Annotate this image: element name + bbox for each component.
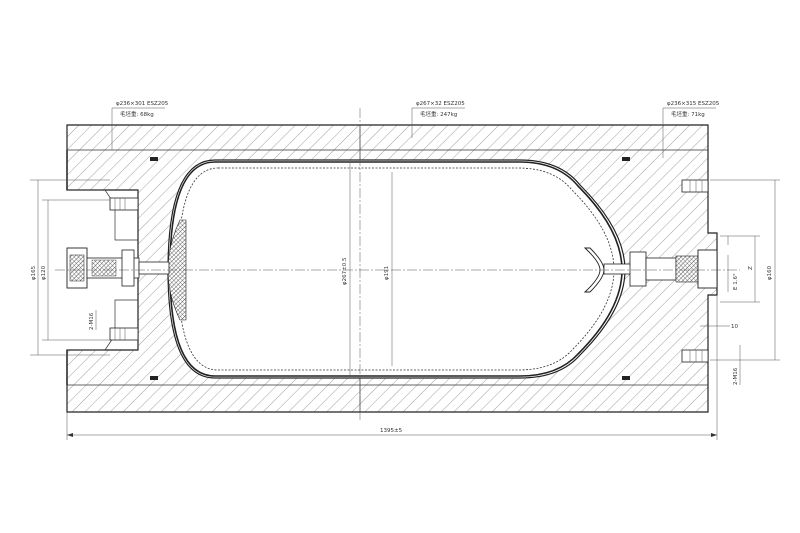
left-bolt-label: 2-M16: [89, 312, 95, 330]
overall-length-label: 1395±5: [380, 428, 403, 434]
callout-middle-line2: 毛坯重: 247kg: [420, 110, 457, 118]
right-outer-dia-label: φ160: [767, 265, 773, 280]
left-inner-dia-label: φ120: [41, 265, 47, 280]
left-dimensions: φ165 φ120 2-M16: [30, 179, 110, 356]
callout-right-line2: 毛坯重: 71kg: [671, 110, 705, 118]
center-dia-label: φ191: [384, 266, 390, 280]
overall-length-dimension: 1395±5: [66, 295, 718, 440]
seal-rings: [150, 157, 630, 380]
left-bolt-bottom: [109, 327, 139, 341]
center-lines: [55, 108, 740, 420]
callout-left-line1: φ236×301 ESZ205: [116, 101, 169, 107]
callout-left: φ236×301 ESZ205 毛坯重: 68kg: [111, 101, 169, 150]
callout-middle: φ267×32 ESZ205 毛坯重: 247kg: [411, 101, 465, 138]
callout-right-line1: φ236×315 ESZ205: [667, 101, 720, 107]
left-bolt-top: [109, 197, 139, 211]
left-outer-dia-label: φ165: [31, 265, 37, 280]
vessel-cavity: [167, 161, 623, 377]
right-gap-label: 10: [731, 324, 738, 330]
right-bolt-label: 2-M16: [733, 367, 739, 385]
right-bolt-bottom: [681, 349, 709, 363]
right-bolt-top: [681, 179, 709, 193]
left-plug-assembly: [66, 247, 170, 289]
cavity-dia-label: φ267±0.5: [342, 257, 348, 285]
right-plug-assembly: [583, 247, 718, 293]
right-step-label: Z: [748, 266, 754, 270]
cavity-dimensions: φ267±0.5 φ191: [342, 162, 393, 376]
right-dimensions: φ160 Z E 1.6° 10 2-M16: [700, 179, 780, 385]
right-taper-label: E 1.6°: [733, 273, 739, 290]
callout-right: φ236×315 ESZ205 毛坯重: 71kg: [662, 101, 720, 158]
mold-body: [66, 124, 718, 413]
callout-left-line2: 毛坯重: 68kg: [120, 110, 154, 118]
callout-middle-line1: φ267×32 ESZ205: [416, 101, 465, 107]
